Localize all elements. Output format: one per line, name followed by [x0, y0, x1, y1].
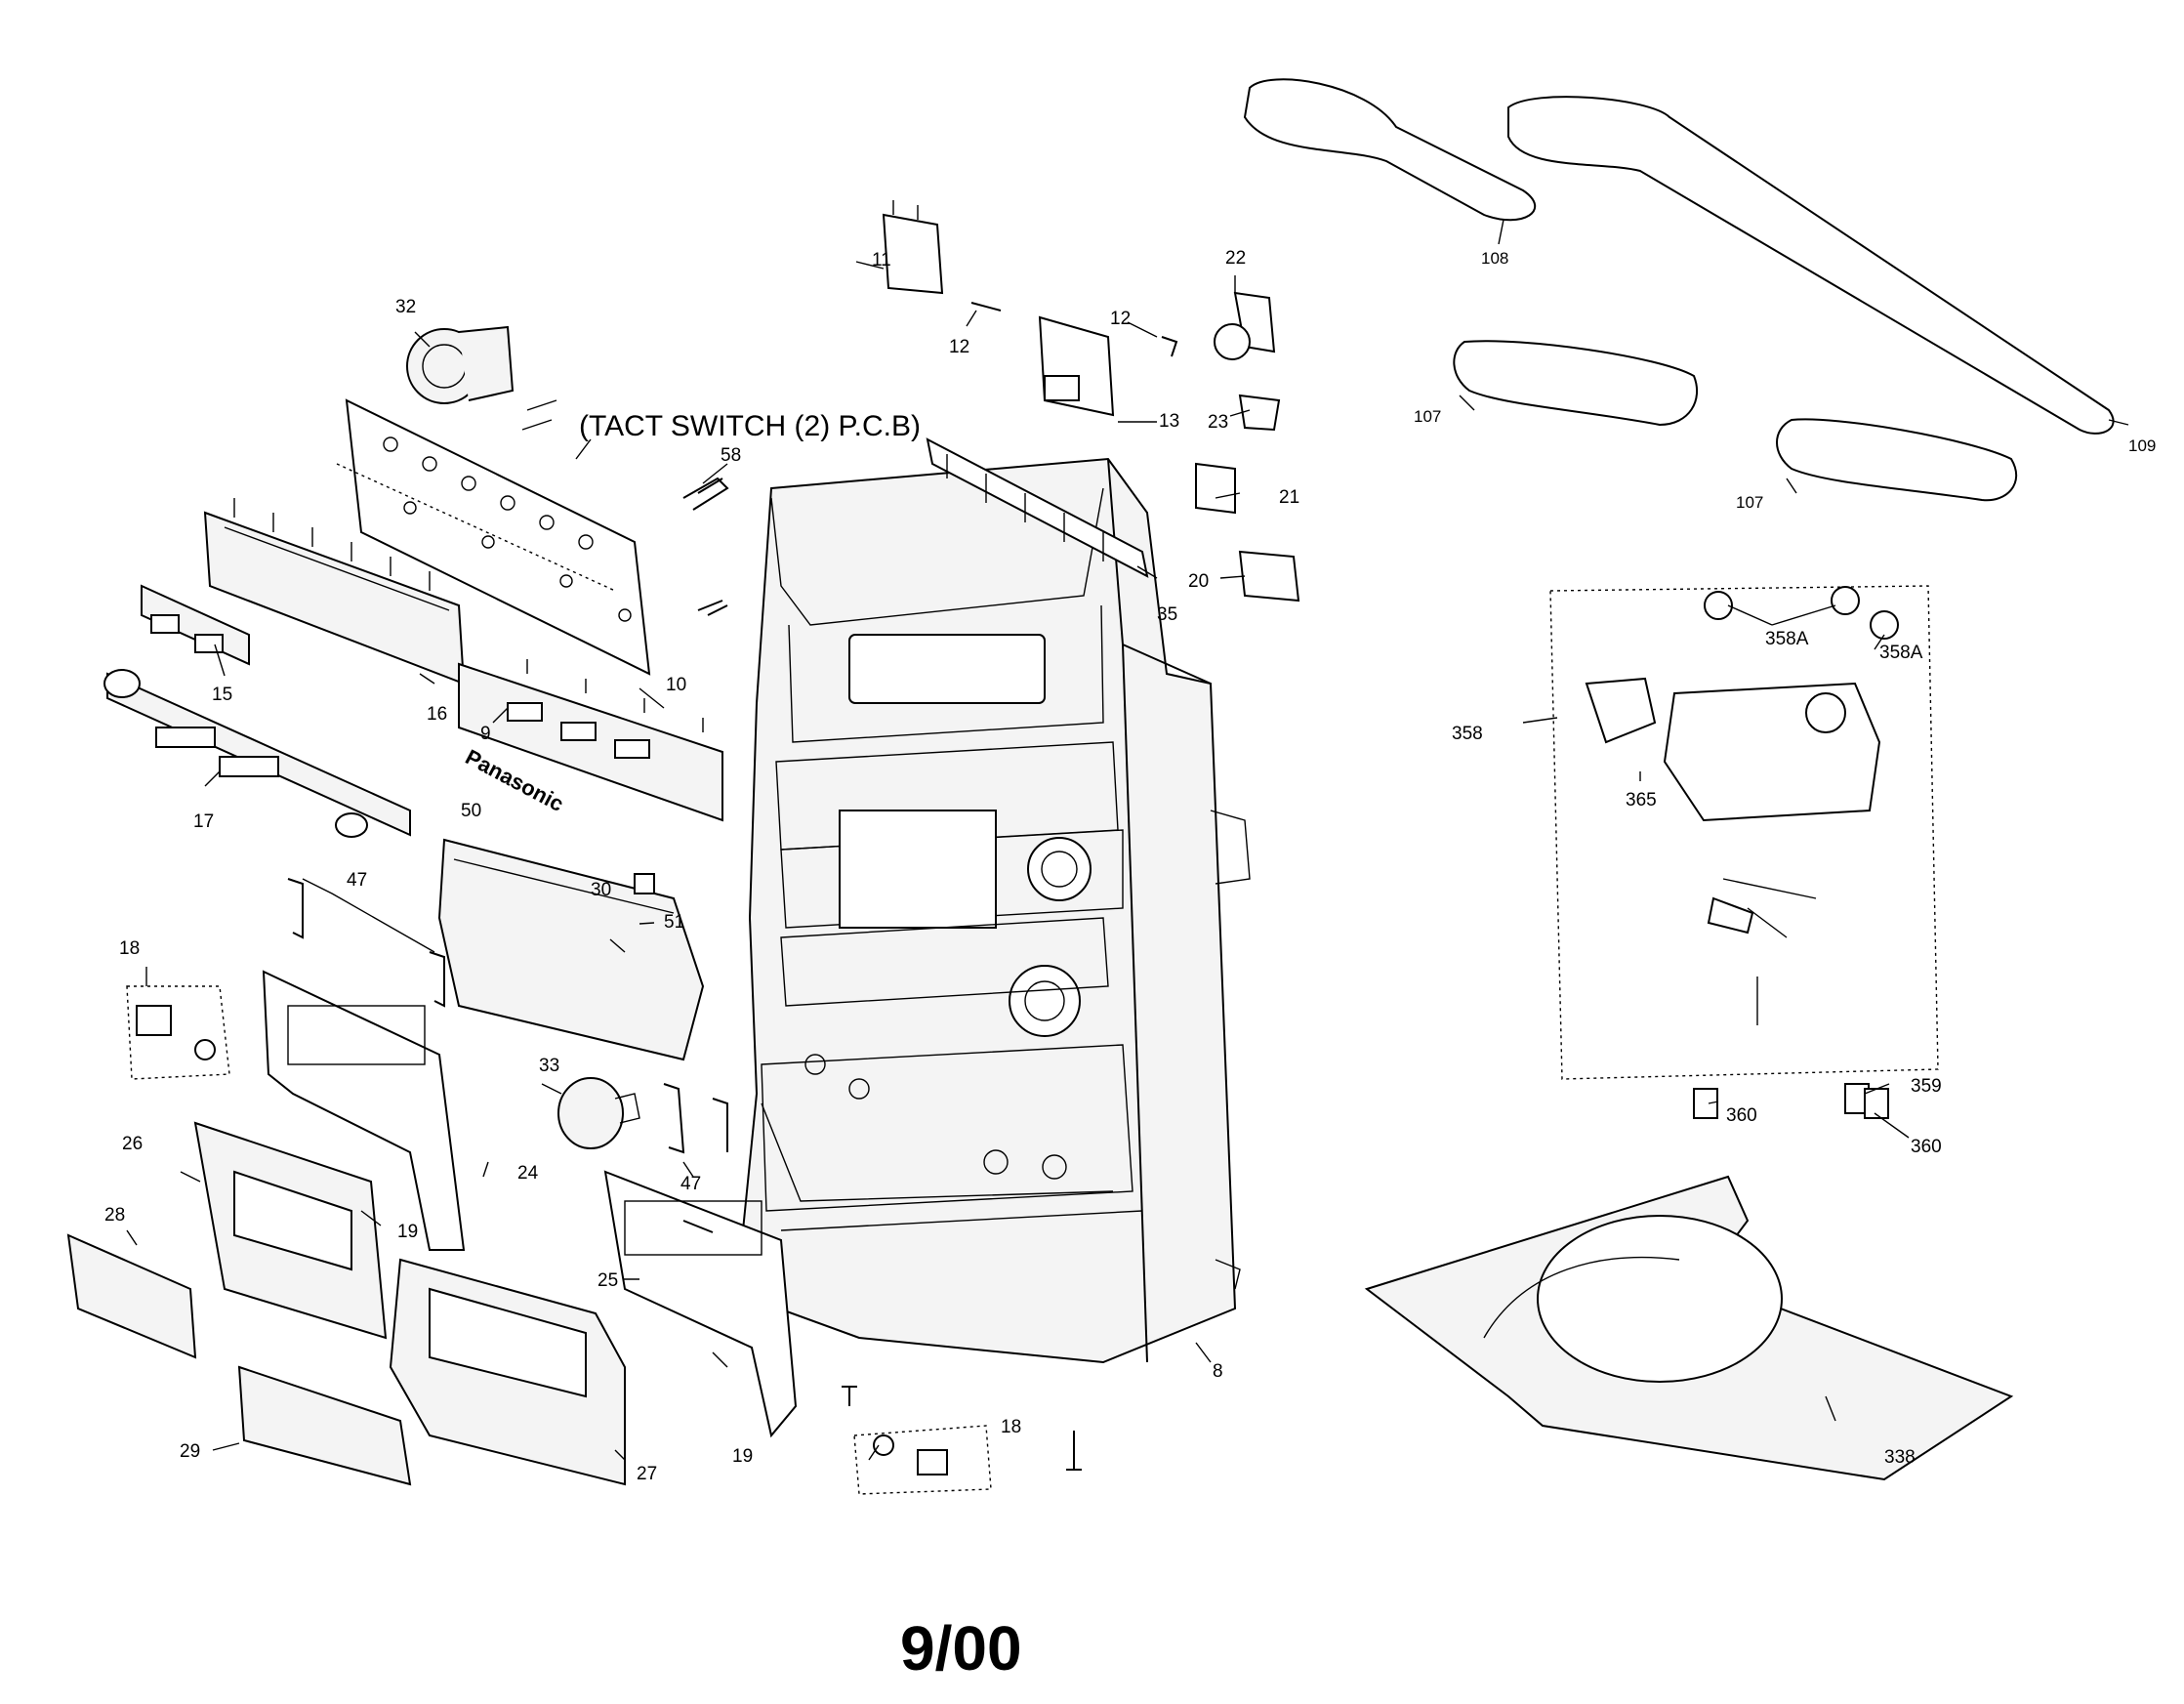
belt-108: [1243, 78, 1537, 222]
callout-50: 50: [461, 801, 481, 821]
callout-47a: 47: [347, 870, 367, 891]
clip-47b: [429, 951, 445, 1008]
callout-10: 10: [666, 675, 686, 695]
callout-109: 109: [2128, 436, 2156, 455]
callout-107a: 107: [1414, 407, 1441, 426]
part-near-pcb: [697, 600, 723, 611]
connector-58: [682, 477, 729, 511]
lid-28: [66, 1233, 197, 1359]
callout-358a-right: 358A: [1879, 643, 1923, 663]
callout-24: 24: [517, 1163, 539, 1184]
part-group-18-left: [126, 985, 230, 1080]
callout-19b: 19: [732, 1446, 753, 1467]
callout-15: 15: [212, 685, 232, 705]
callout-8: 8: [1213, 1361, 1223, 1382]
callout-21: 21: [1279, 487, 1299, 508]
callout-360b: 360: [1911, 1137, 1942, 1157]
callout-358: 358: [1452, 724, 1483, 744]
callout-51: 51: [664, 912, 684, 933]
callout-108: 108: [1481, 249, 1508, 268]
button-bar-15: [141, 584, 250, 666]
callout-9: 9: [480, 724, 491, 744]
display-frame: [458, 659, 723, 822]
belt-107a: [1453, 340, 1699, 427]
clip-47a: [287, 878, 304, 939]
callout-22: 22: [1225, 248, 1246, 269]
screw-parts: [682, 478, 1082, 1471]
button-bar-17: [103, 669, 411, 838]
callout-338: 338: [1884, 1447, 1916, 1468]
lamp-holder-22: [1214, 291, 1276, 360]
callout-18b: 18: [1001, 1417, 1021, 1437]
cd-tray-338: [1364, 1175, 2014, 1481]
clip-47c: [663, 1083, 685, 1154]
callout-29: 29: [180, 1441, 200, 1462]
callout-26: 26: [122, 1134, 143, 1154]
callout-33: 33: [539, 1056, 559, 1076]
callout-107b: 107: [1736, 493, 1763, 512]
callout-360a: 360: [1726, 1105, 1757, 1126]
callout-30: 30: [591, 880, 611, 900]
part-21: [1195, 462, 1236, 515]
callout-20: 20: [1188, 571, 1209, 592]
callout-35: 35: [1157, 604, 1177, 625]
cassette-door-panel-26: [193, 1121, 388, 1340]
part-group-18-right: [853, 1425, 992, 1495]
callout-18a: 18: [119, 938, 140, 959]
clip-47d: [712, 1098, 728, 1152]
callout-19a: 19: [397, 1222, 418, 1242]
tact-switch-pcb: [336, 398, 651, 676]
switch-assembly-11: [882, 200, 944, 295]
switch-assembly-13: [1038, 315, 1115, 417]
callout-17: 17: [193, 811, 214, 832]
callout-365: 365: [1626, 790, 1657, 810]
pcb-heading: (TACT SWITCH (2) P.C.B): [579, 410, 921, 442]
spring-parts: [1693, 1083, 1889, 1119]
cassette-holder-24: [262, 970, 466, 1251]
main-cabinet-front-panel: [740, 457, 1251, 1364]
callout-27: 27: [637, 1464, 657, 1484]
callout-28: 28: [104, 1205, 125, 1226]
callout-358a-left: 358A: [1765, 629, 1809, 649]
callout-58: 58: [721, 445, 741, 466]
cd-mechanism-box: [1549, 585, 1939, 1080]
button-rail-35: [926, 437, 1149, 578]
rotary-encoder-part: [406, 325, 557, 431]
front-cover-30: [437, 838, 705, 1061]
callout-47b: 47: [680, 1174, 701, 1194]
part-23: [1238, 394, 1281, 432]
belt-109: [1507, 96, 2115, 435]
callout-25: 25: [598, 1270, 618, 1291]
knob-33: [557, 1077, 640, 1149]
date-footer: 9/00: [900, 1613, 1022, 1683]
lid-29: [237, 1365, 412, 1486]
part-20: [1238, 550, 1300, 603]
callout-12a: 12: [949, 337, 969, 357]
callout-11: 11: [872, 250, 891, 270]
contact-12b: [1161, 336, 1178, 357]
callout-359: 359: [1911, 1076, 1942, 1097]
callout-12b: 12: [1110, 309, 1131, 329]
callout-13: 13: [1159, 411, 1179, 432]
callout-23: 23: [1208, 412, 1228, 433]
cassette-door-panel-27: [389, 1258, 626, 1486]
callout-16: 16: [427, 704, 447, 725]
contact-12a: [970, 302, 1002, 312]
belt-107b: [1776, 418, 2018, 502]
cassette-holder-25: [603, 1170, 798, 1438]
callout-32: 32: [395, 297, 416, 317]
small-square-part-51: [634, 873, 655, 894]
leader-lines: [126, 219, 2129, 1461]
